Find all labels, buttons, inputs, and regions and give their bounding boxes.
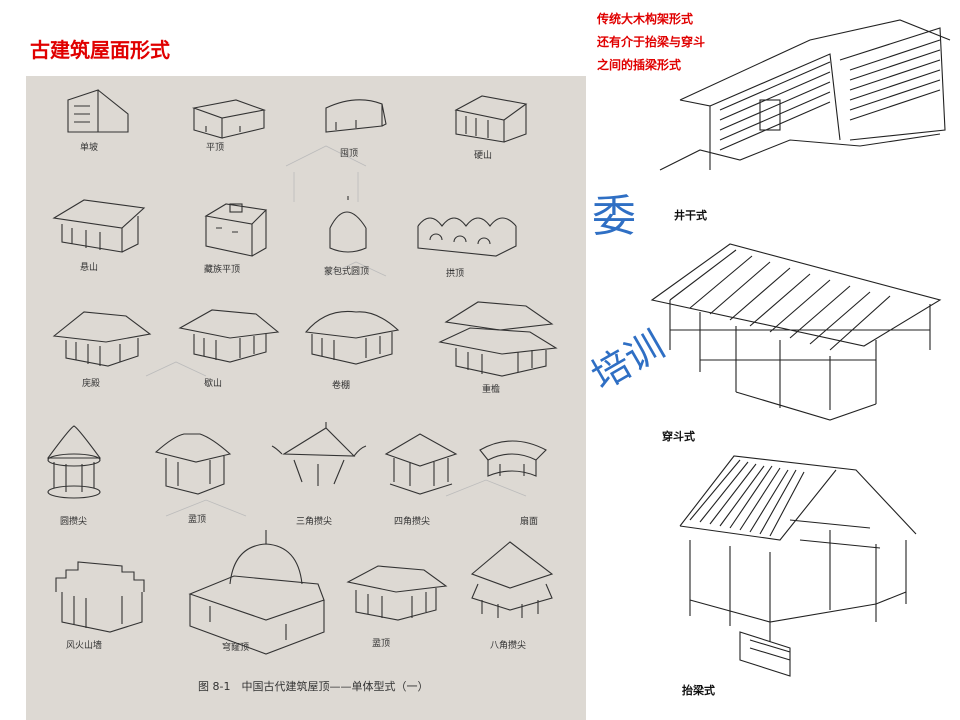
drawing-vault-roof [417, 217, 517, 257]
watermark-text: 委 [592, 191, 636, 242]
roof-type-caption: 圆攒尖 [60, 517, 88, 527]
roof-type-caption: 盝顶 [372, 639, 391, 649]
column-tie-illustration [650, 243, 942, 421]
roof-type-caption: 硬山 [474, 151, 493, 161]
roof-type-caption: 四角攒尖 [394, 517, 431, 527]
drawing-dome [188, 530, 325, 655]
note-line: 之间的插梁形式 [597, 58, 682, 72]
drawing-firewall-gable [55, 561, 145, 633]
roof-type-caption: 蒙包式圆顶 [324, 267, 370, 277]
drawing-flat-top-hip [154, 433, 232, 495]
roof-type-caption: 风火山墙 [66, 641, 103, 651]
roof-drawings [46, 89, 558, 655]
roof-type-caption: 歇山 [204, 379, 223, 389]
roof-type-caption: 卷棚 [332, 381, 351, 391]
roof-type-caption: 重檐 [482, 385, 501, 395]
roof-type-caption: 三角攒尖 [296, 517, 333, 527]
roof-type-caption: 八角攒尖 [490, 641, 527, 651]
drawing-round-ridge [304, 310, 400, 365]
roof-type-caption: 穹窿顶 [222, 643, 250, 653]
drawing-fan-shape [479, 440, 547, 477]
drawing-hard-gable [454, 95, 528, 143]
column-tie-label: 穿斗式 [662, 430, 695, 443]
drawing-hip-roof [52, 311, 152, 367]
roof-type-caption: 扇面 [520, 517, 539, 527]
drawing-double-eave [438, 301, 558, 377]
drawing-arched-flat-roof [325, 99, 387, 133]
drawing-flat-top-hip-2 [346, 565, 448, 621]
roof-type-caption: 单坡 [80, 143, 99, 153]
drawing-octagonal-pyramidal [470, 541, 554, 618]
drawing-yurt-dome [329, 196, 367, 253]
drawing-single-slope [67, 89, 129, 133]
roof-type-caption: 平顶 [206, 143, 225, 153]
drawing-flat-roof [191, 99, 267, 139]
drawing-tibetan-flat [204, 203, 268, 257]
roof-type-caption: 拱顶 [446, 269, 465, 279]
drawing-gable-hip [178, 309, 280, 363]
drawing-round-pyramidal [46, 425, 102, 499]
figure-caption: 图 8-1 中国古代建筑屋顶——单体型式（一） [198, 680, 429, 693]
drawing-overhang-gable [52, 199, 146, 253]
timber-frame-illustrations [650, 19, 951, 677]
drawing-square-pyramidal [384, 433, 458, 495]
note-line: 还有介于抬梁与穿斗 [597, 35, 706, 49]
roof-type-caption: 藏族平顶 [204, 265, 241, 275]
beam-lifting-label: 抬梁式 [682, 684, 715, 697]
roof-type-caption: 囤顶 [340, 149, 359, 159]
beam-lifting-illustration [679, 455, 917, 677]
note-line: 传统大木构架形式 [597, 12, 694, 26]
drawing-triangular-pyramidal [271, 422, 367, 486]
log-frame-label: 井干式 [674, 209, 707, 222]
roof-type-caption: 悬山 [80, 263, 99, 273]
structure-note: 传统大木构架形式 还有介于抬梁与穿斗 之间的插梁形式 [597, 8, 705, 77]
slide-title: 古建筑屋面形式 [30, 38, 170, 62]
log-frame-illustration [659, 19, 951, 171]
roof-type-caption: 庑殿 [82, 379, 101, 389]
roof-type-caption: 盝顶 [188, 515, 207, 525]
roof-types-photo: 单坡 平顶 囤顶 硬山 悬山 藏族平顶 蒙包式圆顶 拱顶 庑殿 歇山 卷棚 重檐… [26, 76, 586, 720]
